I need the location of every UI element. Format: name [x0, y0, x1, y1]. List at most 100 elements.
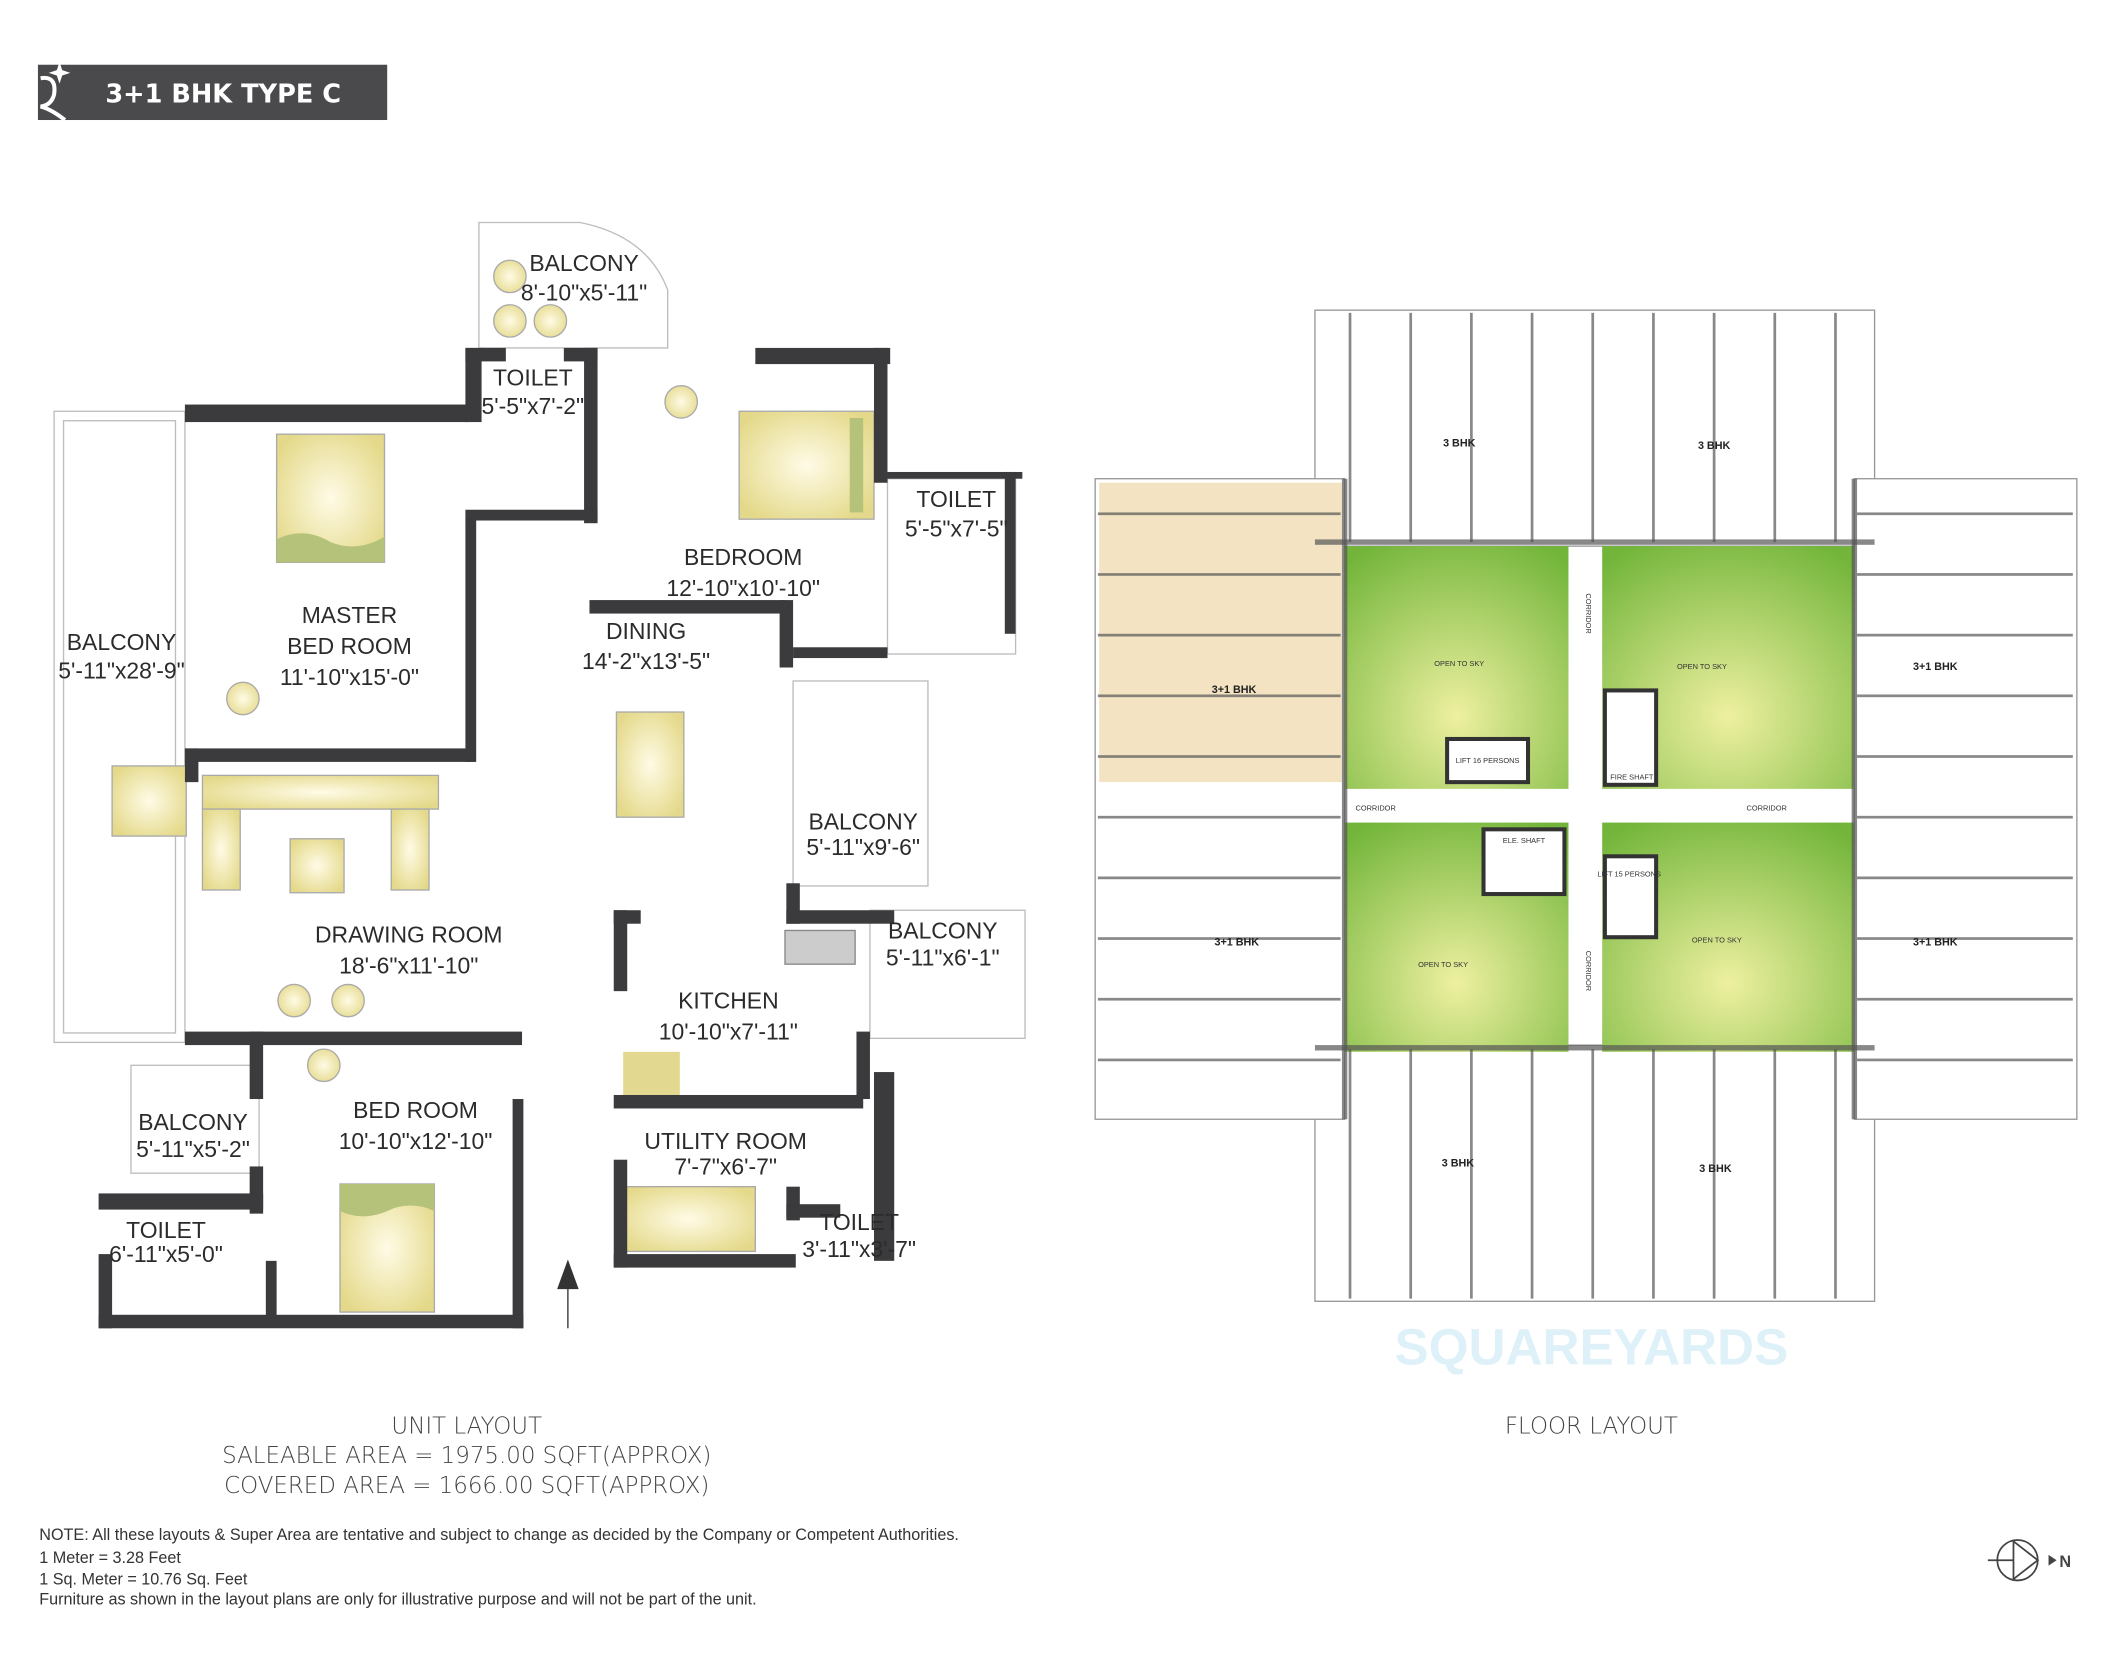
wall	[786, 1204, 841, 1218]
room-size: 10'-10"x12'-10"	[339, 1128, 493, 1154]
north-label: N	[2059, 1553, 2071, 1571]
partition-wall	[1857, 1058, 2073, 1062]
walls	[98, 347, 1023, 1329]
open-to-sky-label: OPEN TO SKY	[1692, 936, 1742, 945]
wall	[512, 1099, 524, 1329]
title-bar: 3+1 BHK TYPE C	[37, 62, 388, 122]
room-size: 8'-10"x5'-11"	[521, 280, 647, 306]
note-text: Furniture as shown in the layout plans a…	[39, 1591, 756, 1609]
room-name: BALCONY	[808, 808, 917, 834]
corridor-label: CORRIDOR	[1584, 593, 1593, 633]
unit-partitions	[1097, 312, 2073, 1299]
partition-wall	[1530, 312, 1534, 543]
partition-wall	[1857, 755, 2073, 758]
wall	[184, 1031, 523, 1046]
room-size: 11'-10"x15'-0"	[280, 664, 419, 690]
partition-wall	[1409, 1049, 1413, 1299]
room-name: BALCONY	[67, 629, 176, 655]
partition-wall	[1857, 633, 2073, 637]
wall	[184, 748, 199, 783]
entry-arrow-icon	[557, 1259, 579, 1329]
lift-label: LIFT 15 PERSONS	[1597, 870, 1661, 879]
partition-wall	[1097, 937, 1341, 940]
brand-logo-icon	[40, 62, 71, 122]
partition-wall	[1857, 512, 2073, 516]
partition-wall	[1097, 573, 1341, 576]
room-size: 18'-6"x11'-10"	[339, 953, 478, 979]
partition-wall	[1857, 937, 2073, 940]
partition-wall	[1348, 312, 1352, 543]
partition-wall	[1530, 1049, 1534, 1299]
partition-wall	[1097, 815, 1341, 819]
room-name: UTILITY ROOM	[644, 1128, 806, 1154]
wall	[98, 1193, 264, 1210]
unit-layout-caption: UNIT LAYOUT	[391, 1413, 542, 1439]
wall	[873, 347, 888, 483]
unit-type-label: 3 BHK	[1698, 440, 1731, 452]
open-to-sky-label: OPEN TO SKY	[1677, 662, 1727, 671]
room-size: 7'-7"x6'-7"	[674, 1154, 777, 1180]
note-text: 1 Meter = 3.28 Feet	[39, 1549, 181, 1567]
wall	[1004, 471, 1016, 634]
room-size: 6'-11"x5'-0"	[109, 1241, 223, 1267]
floor-layout-caption: FLOOR LAYOUT	[1505, 1413, 1678, 1439]
partition-wall	[1857, 815, 2073, 819]
room-size: 5'-11"x6'-1"	[886, 945, 1000, 971]
corridor-label: CORRIDOR	[1584, 951, 1593, 991]
room-name: BED ROOM	[287, 633, 412, 659]
partition-wall	[1834, 312, 1837, 543]
partition-wall	[1097, 512, 1341, 516]
wall	[613, 1159, 628, 1268]
wall	[98, 1254, 113, 1329]
partition-wall	[1652, 1049, 1655, 1299]
room-name: BALCONY	[529, 250, 638, 276]
wall	[249, 1031, 264, 1100]
wall	[584, 347, 598, 524]
room-name: TOILET	[916, 486, 996, 512]
room-size: 5'-11"x28'-9"	[58, 657, 184, 683]
room-name: TOILET	[493, 365, 573, 391]
partition-wall	[1591, 1049, 1595, 1299]
wall	[465, 347, 506, 362]
wall	[184, 404, 469, 423]
partition-wall	[1857, 876, 2073, 880]
wall	[465, 347, 482, 423]
partition-wall	[1712, 312, 1716, 543]
unit-type-label: 3 BHK	[1699, 1163, 1732, 1175]
furniture	[111, 259, 875, 1313]
unit-layout-plan: BALCONY 8'-10"x5'-11" TOILET 5'-5"x7'-2"…	[53, 221, 1026, 1329]
corridor-label: CORRIDOR	[1355, 803, 1395, 812]
room-size: 10'-10"x7'-11"	[659, 1019, 798, 1045]
wall	[755, 347, 891, 365]
wall	[613, 1094, 864, 1109]
north-arrow-icon: N	[1987, 1539, 2071, 1582]
wall	[856, 1031, 870, 1100]
shaft-label: ELE. SHAFT	[1503, 836, 1546, 845]
partition-wall	[1857, 573, 2073, 576]
partition-wall	[1097, 1058, 1341, 1062]
wall	[786, 910, 895, 924]
partition-wall	[1712, 1049, 1716, 1299]
open-to-sky-label: OPEN TO SKY	[1434, 659, 1484, 668]
lift-label: LIFT 16 PERSONS	[1456, 756, 1520, 765]
partition-wall	[1097, 876, 1341, 880]
partition-wall	[1314, 1045, 1875, 1051]
partition-wall	[1341, 478, 1348, 1120]
unit-type-label: 3+1 BHK	[1913, 661, 1958, 673]
unit-type-label: 3 BHK	[1442, 1157, 1475, 1169]
partition-wall	[1470, 1049, 1473, 1299]
wall	[184, 748, 475, 762]
wall	[465, 509, 598, 521]
unit-type-label: 3+1 BHK	[1212, 684, 1257, 696]
room-size: 5'-11"x5'-2"	[136, 1136, 250, 1162]
room-name: BED ROOM	[353, 1097, 478, 1123]
room-size: 5'-5"x7'-2"	[481, 393, 584, 419]
room-size: 5'-11"x9'-6"	[806, 834, 920, 860]
wall	[265, 1260, 277, 1322]
room-name: BALCONY	[138, 1109, 247, 1135]
wall	[873, 1072, 895, 1261]
partition-wall	[1470, 312, 1473, 543]
room-size: 5'-5"x7'-5"	[905, 516, 1008, 542]
wall	[613, 1254, 796, 1268]
watermark: SQUAREYARDS	[1394, 1319, 1788, 1376]
